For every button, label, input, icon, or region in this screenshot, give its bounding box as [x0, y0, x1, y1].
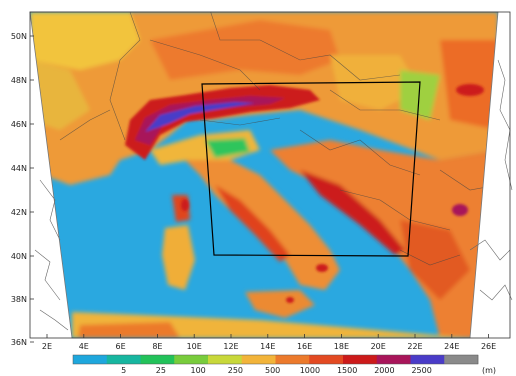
latitude-label: 44N [11, 164, 27, 173]
longitude-label: 16E [297, 342, 312, 351]
land-alps [125, 85, 320, 160]
outside-coastlines [34, 59, 513, 331]
map-frame [29, 11, 511, 339]
land-sicily [245, 290, 315, 318]
land-atlas [78, 322, 180, 338]
land-apennines [215, 185, 290, 262]
land-france-west [30, 60, 90, 130]
legend-tick-label: 1500 [337, 366, 357, 375]
legend-color-swatch [208, 355, 243, 364]
legend-tick-label: 500 [265, 366, 280, 375]
legend-tick-label: 25 [156, 366, 166, 375]
legend-tick-label: 2500 [411, 366, 431, 375]
legend-color-swatch [444, 355, 479, 364]
longitude-label: 14E [260, 342, 275, 351]
country-borders [59, 12, 498, 266]
legend-tick-label: 1000 [300, 366, 320, 375]
latitude-label: 38N [11, 295, 27, 304]
latitude-label: 42N [11, 208, 27, 217]
legend-tick-label: 5 [121, 366, 126, 375]
latitude-label: 48N [11, 76, 27, 85]
land-alps-high [135, 96, 285, 145]
land-dinaric-alps [300, 170, 405, 255]
land-po-lowland [205, 138, 250, 158]
longitude-labels: 2E 4E 6E 8E 10E 12E 14E 16E 18E 20E 22E 24E 26E [42, 334, 496, 351]
latitude-label: 36N [11, 338, 27, 347]
latitude-label: 46N [11, 120, 27, 129]
legend-color-swatch [73, 355, 108, 364]
latitude-label: 40N [11, 252, 27, 261]
legend-color-swatch [275, 355, 310, 364]
highland-spots [181, 84, 484, 303]
legend-color-swatch [376, 355, 411, 364]
legend-color-swatch [174, 355, 209, 364]
land-alps-peaks [145, 102, 255, 132]
longitude-label: 10E [187, 342, 202, 351]
elevation-legend: 5 25 100 250 500 1000 1500 2000 2500 [72, 354, 479, 375]
longitude-label: 8E [152, 342, 162, 351]
legend-unit-label: (m) [482, 366, 496, 375]
land-balkan-interior [400, 220, 470, 300]
alps-layer [125, 85, 320, 160]
longitude-label: 22E [407, 342, 422, 351]
legend-color-swatch [343, 355, 378, 364]
legend-color-swatch [410, 355, 445, 364]
longitude-label: 4E [79, 342, 89, 351]
longitude-label: 6E [116, 342, 126, 351]
longitude-label: 24E [444, 342, 459, 351]
legend-color-swatch [241, 355, 276, 364]
longitude-label: 26E [481, 342, 496, 351]
legend-tick-label: 2000 [374, 366, 394, 375]
legend-color-swatch [309, 355, 344, 364]
legend-tick-label: 100 [190, 366, 205, 375]
longitude-label: 12E [223, 342, 238, 351]
land-sardinia [162, 225, 195, 290]
latitude-label: 50N [11, 32, 27, 41]
legend-color-swatch [106, 355, 141, 364]
legend-border [72, 354, 479, 365]
legend-tick-label: 250 [228, 366, 243, 375]
longitude-label: 18E [334, 342, 349, 351]
inner-domain-box [201, 81, 421, 257]
longitude-label: 2E [42, 342, 52, 351]
latitude-labels: 50N 48N 46N 44N 42N 40N 38N 36N [11, 32, 34, 347]
land-france-north [30, 12, 140, 70]
legend-color-swatch [140, 355, 175, 364]
longitude-label: 20E [371, 342, 386, 351]
land-germany-hills [150, 20, 340, 80]
